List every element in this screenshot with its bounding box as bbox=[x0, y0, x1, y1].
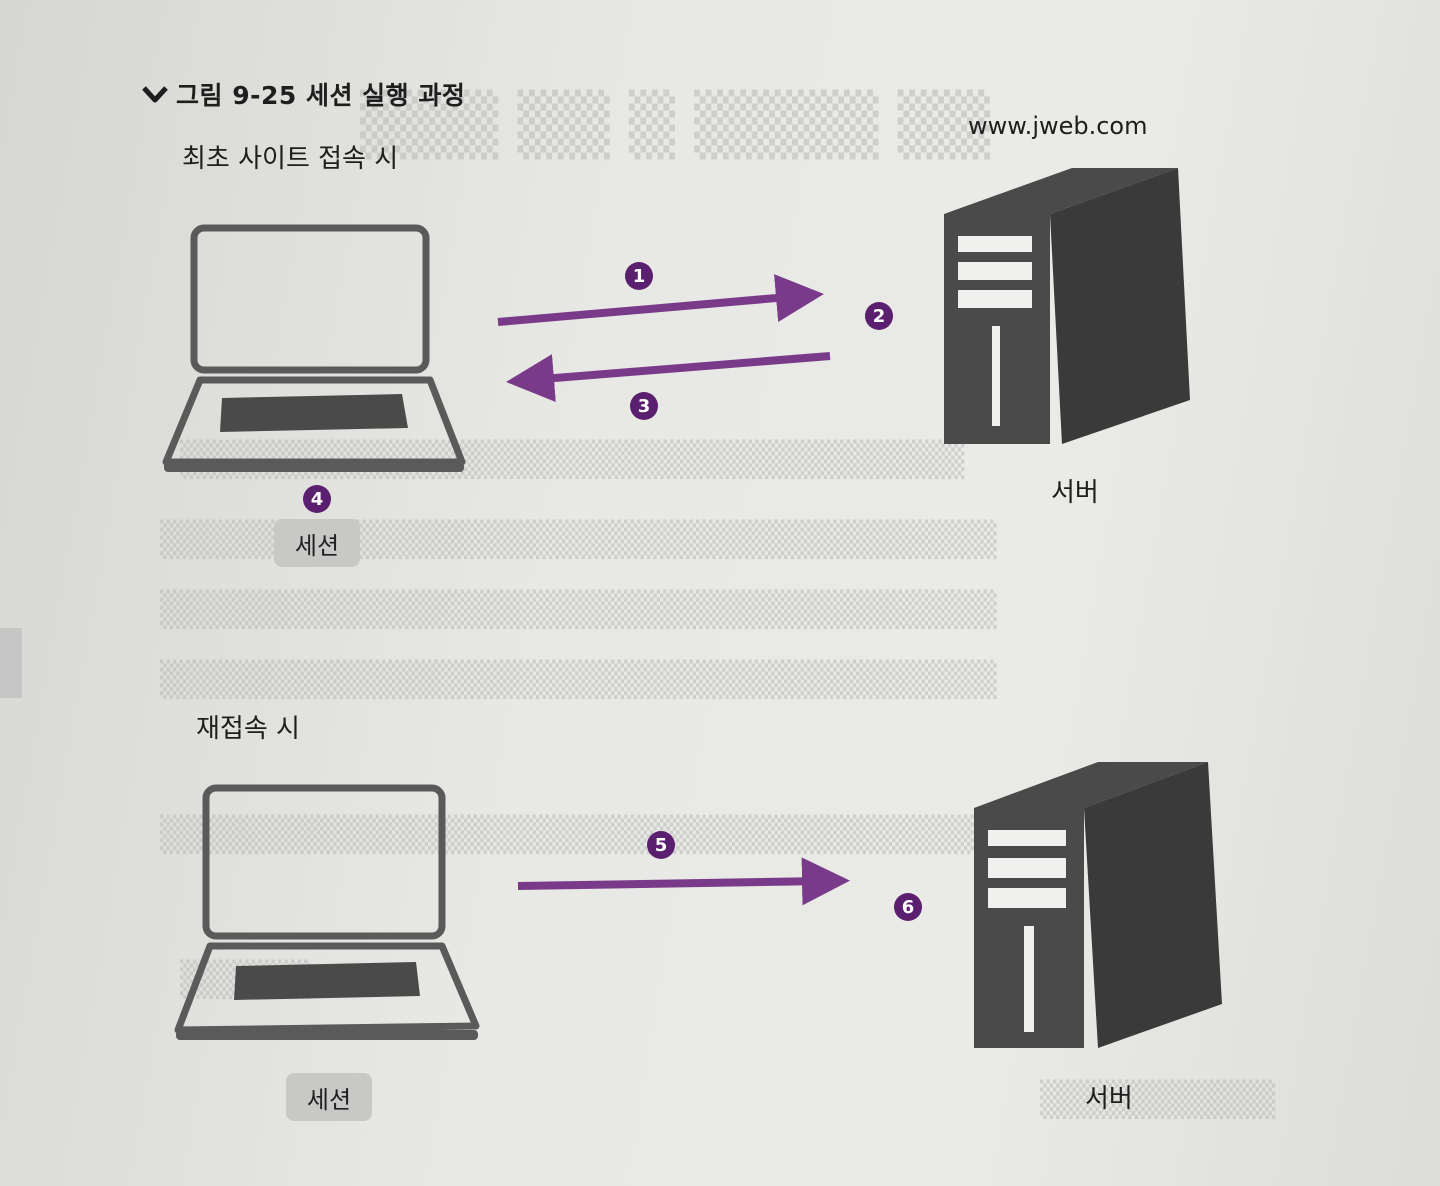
server-icon bbox=[944, 168, 1190, 444]
laptop-icon bbox=[162, 224, 466, 472]
server-url: www.jweb.com bbox=[968, 112, 1148, 140]
request-arrow bbox=[497, 274, 824, 326]
step-badge-2: 2 bbox=[865, 302, 893, 330]
step-badge-3: 3 bbox=[630, 392, 658, 420]
chevron-down-icon bbox=[142, 81, 168, 110]
step-badge-4: 4 bbox=[303, 485, 331, 513]
revisit-label: 재접속 시 bbox=[196, 714, 300, 744]
page-edge-tab bbox=[0, 628, 22, 698]
response-arrow bbox=[506, 352, 831, 403]
figure-title-text: 그림 9-25 세션 실행 과정 bbox=[176, 81, 466, 110]
server-icon bbox=[974, 762, 1222, 1048]
laptop-icon bbox=[174, 784, 480, 1040]
bleed-through-text: ▒▒▒▒▒▒▒▒▒▒▒▒▒▒▒▒▒▒▒▒▒▒▒▒▒▒▒▒▒▒▒▒ bbox=[160, 815, 997, 855]
bleed-through-text: ▒▒▒▒▒▒▒▒▒▒▒▒▒▒▒▒▒▒▒▒▒▒▒▒▒▒▒▒▒▒▒▒ bbox=[160, 590, 997, 630]
bleed-through-text: ▒▒▒ ▒▒ ▒ ▒▒▒▒ ▒▒ bbox=[360, 90, 990, 160]
session-badge: 세션 bbox=[274, 519, 360, 567]
revisit-request-arrow bbox=[517, 857, 850, 906]
server-label: 서버 bbox=[1085, 1084, 1133, 1114]
session-badge: 세션 bbox=[286, 1073, 372, 1121]
bleed-through-text: ▒▒▒▒▒▒▒▒▒ bbox=[1040, 1080, 1276, 1120]
step-badge-5: 5 bbox=[647, 831, 675, 859]
step-badge-1: 1 bbox=[625, 262, 653, 290]
first-visit-label: 최초 사이트 접속 시 bbox=[182, 144, 399, 174]
figure-title: 그림 9-25 세션 실행 과정 bbox=[142, 76, 465, 112]
step-badge-6: 6 bbox=[894, 893, 922, 921]
bleed-through-text: ▒▒▒▒▒▒▒▒▒▒▒▒▒▒▒▒▒▒▒▒▒▒▒▒▒▒▒▒▒▒▒▒ bbox=[160, 660, 997, 700]
server-label: 서버 bbox=[1051, 478, 1099, 508]
